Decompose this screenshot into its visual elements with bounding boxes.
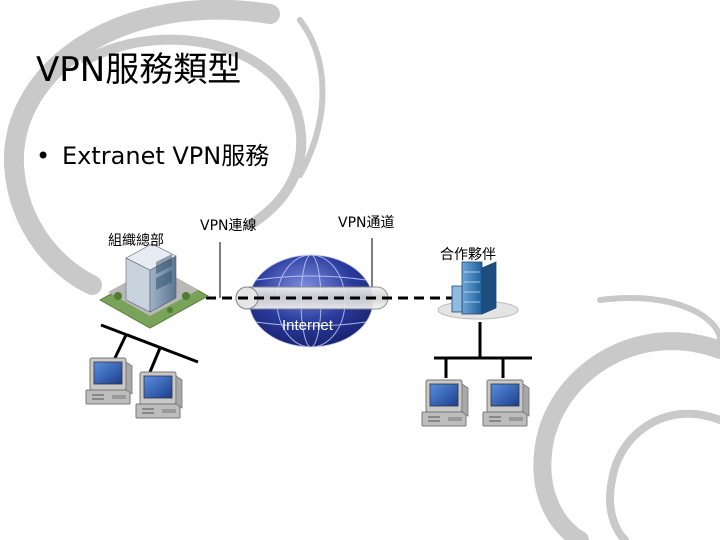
hq-computer-1-icon	[85, 357, 133, 405]
partner-lan	[434, 322, 532, 378]
vpn-connection-label: VPN連線	[200, 218, 257, 234]
bullet-text: Extranet VPN服務	[62, 142, 270, 170]
background-swirl	[3, 0, 720, 540]
partner-computer-1-icon	[421, 379, 469, 427]
hq-computer-2-icon	[135, 371, 183, 419]
headquarters-building-icon	[98, 243, 210, 329]
partner-building-icon	[437, 261, 519, 320]
headquarters-label: 組織總部	[108, 233, 164, 249]
bullet-dot: •	[36, 142, 51, 170]
partner-label: 合作夥伴	[440, 247, 496, 263]
bullet-item: • Extranet VPN服務	[36, 136, 269, 171]
slide-title: VPN服務類型	[36, 50, 242, 90]
vpn-tunnel-label: VPN通道	[338, 215, 395, 231]
hq-lan	[100, 323, 199, 373]
partner-computer-2-icon	[482, 379, 530, 427]
internet-label: Internet	[282, 317, 334, 334]
